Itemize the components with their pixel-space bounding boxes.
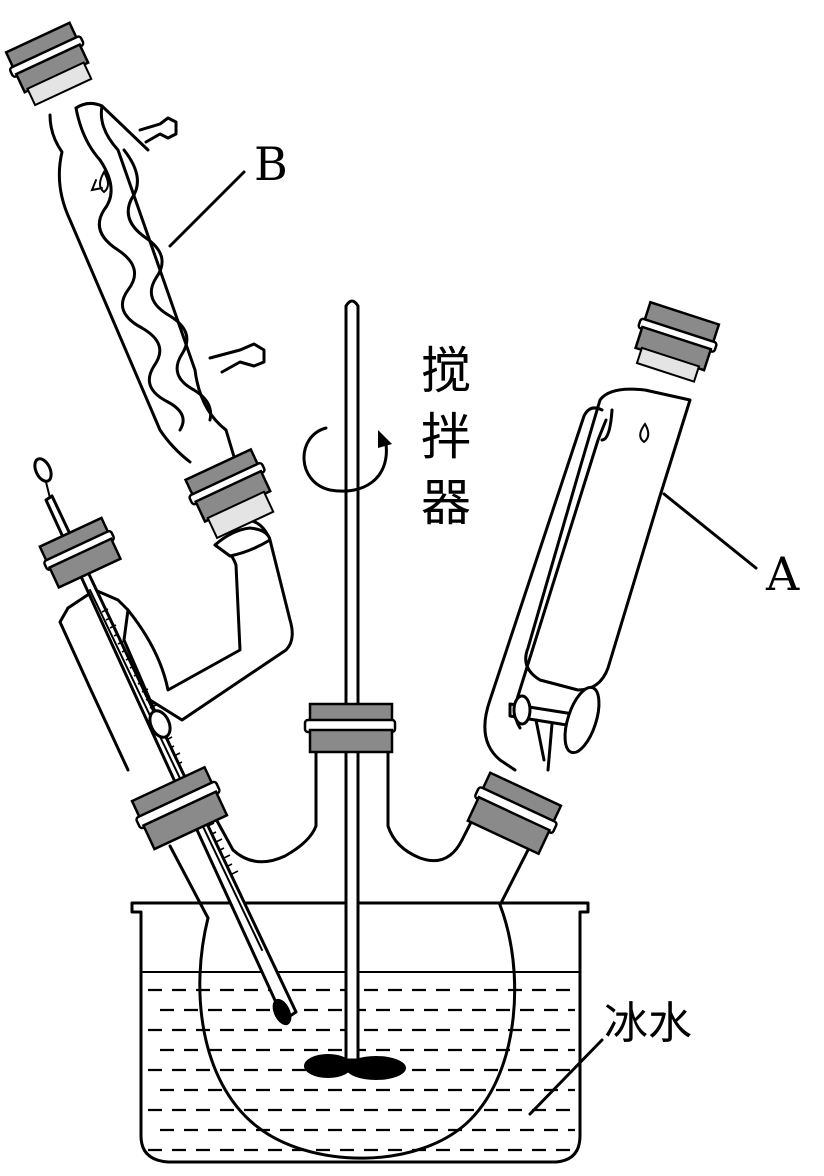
leader-b xyxy=(168,170,246,248)
leader-a xyxy=(662,492,758,570)
thermometer-bulb xyxy=(272,998,292,1026)
stirrer-paddle-right xyxy=(346,1056,406,1080)
label-stirrer-char-1: 搅 xyxy=(421,342,471,400)
rotation-arrow-head xyxy=(378,430,392,448)
label-stirrer-char-3: 器 xyxy=(421,474,471,532)
label-stirrer: 搅 拌 器 xyxy=(421,342,471,532)
condenser-b xyxy=(4,21,275,540)
label-condenser-b: B xyxy=(254,137,288,191)
stirrer-paddle-left xyxy=(304,1054,352,1078)
ice-water-bath xyxy=(130,901,590,1164)
three-neck-flask xyxy=(168,750,530,1160)
leader-lines xyxy=(168,170,758,1116)
stirrer xyxy=(302,299,406,1080)
label-ice-water: 冰水 xyxy=(604,998,692,1049)
dropping-funnel-a xyxy=(466,300,721,856)
rotation-arrow xyxy=(302,426,388,493)
leader-bath xyxy=(528,1038,604,1116)
claisen-adapter xyxy=(126,518,294,722)
label-stirrer-char-2: 拌 xyxy=(421,408,471,466)
label-funnel-a: A xyxy=(765,547,800,601)
thermometer-scale xyxy=(101,608,239,875)
thermometer xyxy=(33,457,298,1026)
